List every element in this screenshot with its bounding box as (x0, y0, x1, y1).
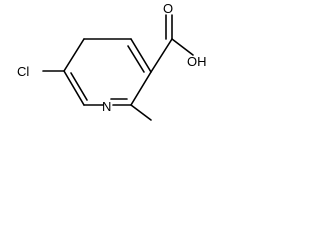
bond-c3-c4-inner (127, 45, 145, 73)
bond-set (42, 14, 194, 121)
bond-c2-methyl (130, 104, 152, 121)
bond-c2-c3 (130, 71, 152, 106)
bond-c5-c6-inner (70, 72, 88, 101)
atom-label-n: N (102, 99, 111, 114)
bond-carboxyl-oh (171, 38, 194, 56)
bond-c3-c4 (130, 38, 152, 73)
atom-label-cl: Cl (17, 64, 29, 79)
bond-c3-carboxyl (150, 38, 173, 73)
chemical-structure-diagram: Cl N O OH (17, 1, 206, 121)
atom-labels: Cl N O OH (17, 1, 206, 114)
bond-c4-c5-upper (63, 38, 85, 72)
atom-label-o: O (163, 1, 173, 16)
bond-c5-c6-double (63, 70, 85, 106)
atom-label-oh: OH (187, 54, 206, 69)
